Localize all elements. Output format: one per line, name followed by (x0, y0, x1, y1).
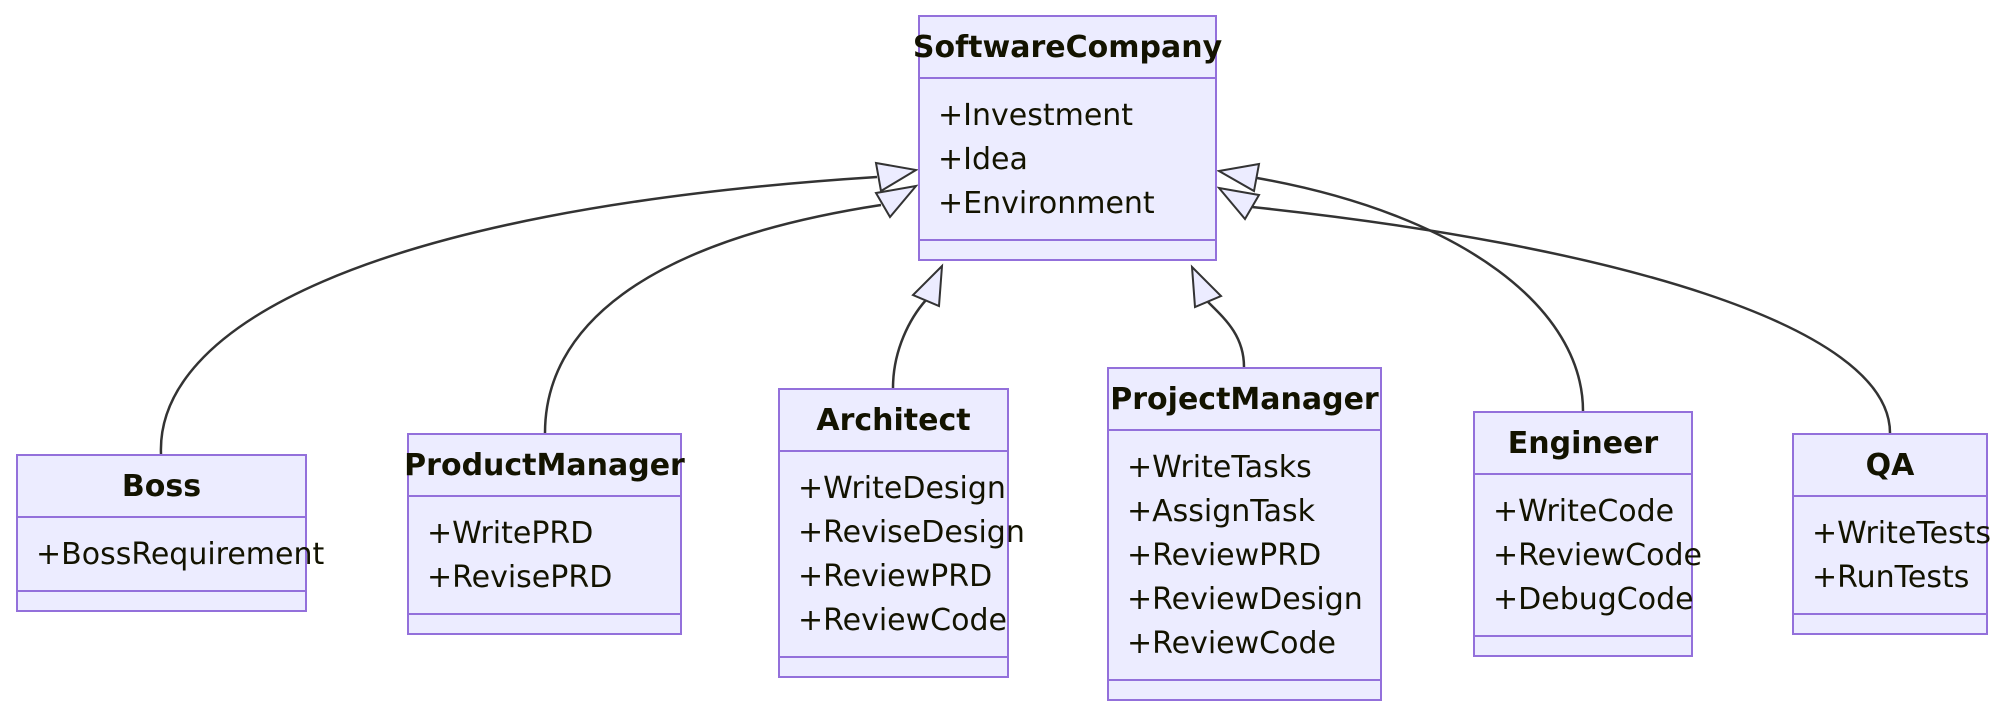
inheritance-arrowhead-engineer (1216, 162, 1261, 193)
class-architect[interactable]: Architect +WriteDesign +ReviseDesign +Re… (778, 388, 1025, 678)
inheritance-edge-productmanager-softwarecompany (543, 203, 882, 434)
class-title: ProjectManager (1109, 369, 1380, 431)
class-member: +WriteTests (1812, 516, 1992, 551)
inheritance-arrowhead-architect (911, 263, 944, 308)
class-members: +BossRequirement (18, 518, 325, 590)
class-methods-empty (409, 613, 680, 633)
class-member: +ReviewCode (1493, 538, 1702, 573)
class-member: +AssignTask (1127, 494, 1316, 529)
class-title: QA (1794, 435, 1986, 497)
class-methods-empty (920, 239, 1215, 259)
class-members: +WriteTests +RunTests (1794, 497, 1992, 613)
class-member: +Environment (938, 186, 1155, 221)
class-member: +WritePRD (427, 516, 594, 551)
class-member: +RevisePRD (427, 560, 613, 595)
class-member: +ReviewPRD (1127, 538, 1322, 573)
inheritance-arrowhead-projectmanager (1190, 264, 1223, 309)
inheritance-arrowhead-productmanager (874, 184, 919, 219)
class-member: +ReviewDesign (1127, 582, 1363, 617)
class-member: +RunTests (1812, 560, 1970, 595)
class-methods-empty (780, 656, 1007, 676)
class-members: +WritePRD +RevisePRD (409, 497, 680, 613)
class-projectmanager[interactable]: ProjectManager +WriteTasks +AssignTask +… (1107, 367, 1382, 701)
inheritance-edge-engineer-softwarecompany (1256, 176, 1585, 412)
class-members: +WriteCode +ReviewCode +DebugCode (1475, 475, 1702, 635)
inheritance-edge-architect-softwarecompany (891, 299, 927, 389)
class-member: +WriteCode (1493, 494, 1675, 529)
class-member: +ReviseDesign (798, 515, 1025, 550)
class-title: Architect (780, 390, 1007, 452)
class-title: ProductManager (404, 435, 685, 497)
class-member: +ReviewCode (1127, 626, 1336, 661)
class-softwarecompany[interactable]: SoftwareCompany +Investment +Idea +Envir… (913, 15, 1222, 261)
class-engineer[interactable]: Engineer +WriteCode +ReviewCode +DebugCo… (1473, 411, 1702, 657)
inheritance-arrowhead-qa (1216, 186, 1261, 221)
class-members: +WriteTasks +AssignTask +ReviewPRD +Revi… (1109, 431, 1380, 679)
inheritance-edge-qa-softwarecompany (1251, 205, 1892, 434)
class-methods-empty (1475, 635, 1691, 655)
class-title: Engineer (1475, 413, 1691, 475)
class-members: +WriteDesign +ReviseDesign +ReviewPRD +R… (780, 452, 1025, 656)
class-member: +WriteTasks (1127, 450, 1312, 485)
class-qa[interactable]: QA +WriteTests +RunTests (1792, 433, 1992, 635)
class-members: +Investment +Idea +Environment (920, 79, 1215, 239)
class-member: +DebugCode (1493, 582, 1694, 617)
class-member: +Idea (938, 142, 1028, 177)
inheritance-arrowhead-boss (874, 161, 919, 193)
class-member: +ReviewCode (798, 603, 1007, 638)
class-methods-empty (1794, 613, 1986, 633)
inheritance-edge-boss-softwarecompany (159, 175, 878, 455)
class-title: Boss (18, 456, 305, 518)
class-member: +ReviewPRD (798, 559, 993, 594)
class-boss[interactable]: Boss +BossRequirement (16, 454, 325, 612)
class-methods-empty (1109, 679, 1380, 699)
inheritance-edge-projectmanager-softwarecompany (1206, 300, 1246, 368)
class-member: +WriteDesign (798, 471, 1006, 506)
class-member: +BossRequirement (36, 537, 325, 572)
class-title: SoftwareCompany (913, 17, 1222, 79)
class-productmanager[interactable]: ProductManager +WritePRD +RevisePRD (404, 433, 685, 635)
class-methods-empty (18, 590, 305, 610)
class-member: +Investment (938, 98, 1134, 133)
